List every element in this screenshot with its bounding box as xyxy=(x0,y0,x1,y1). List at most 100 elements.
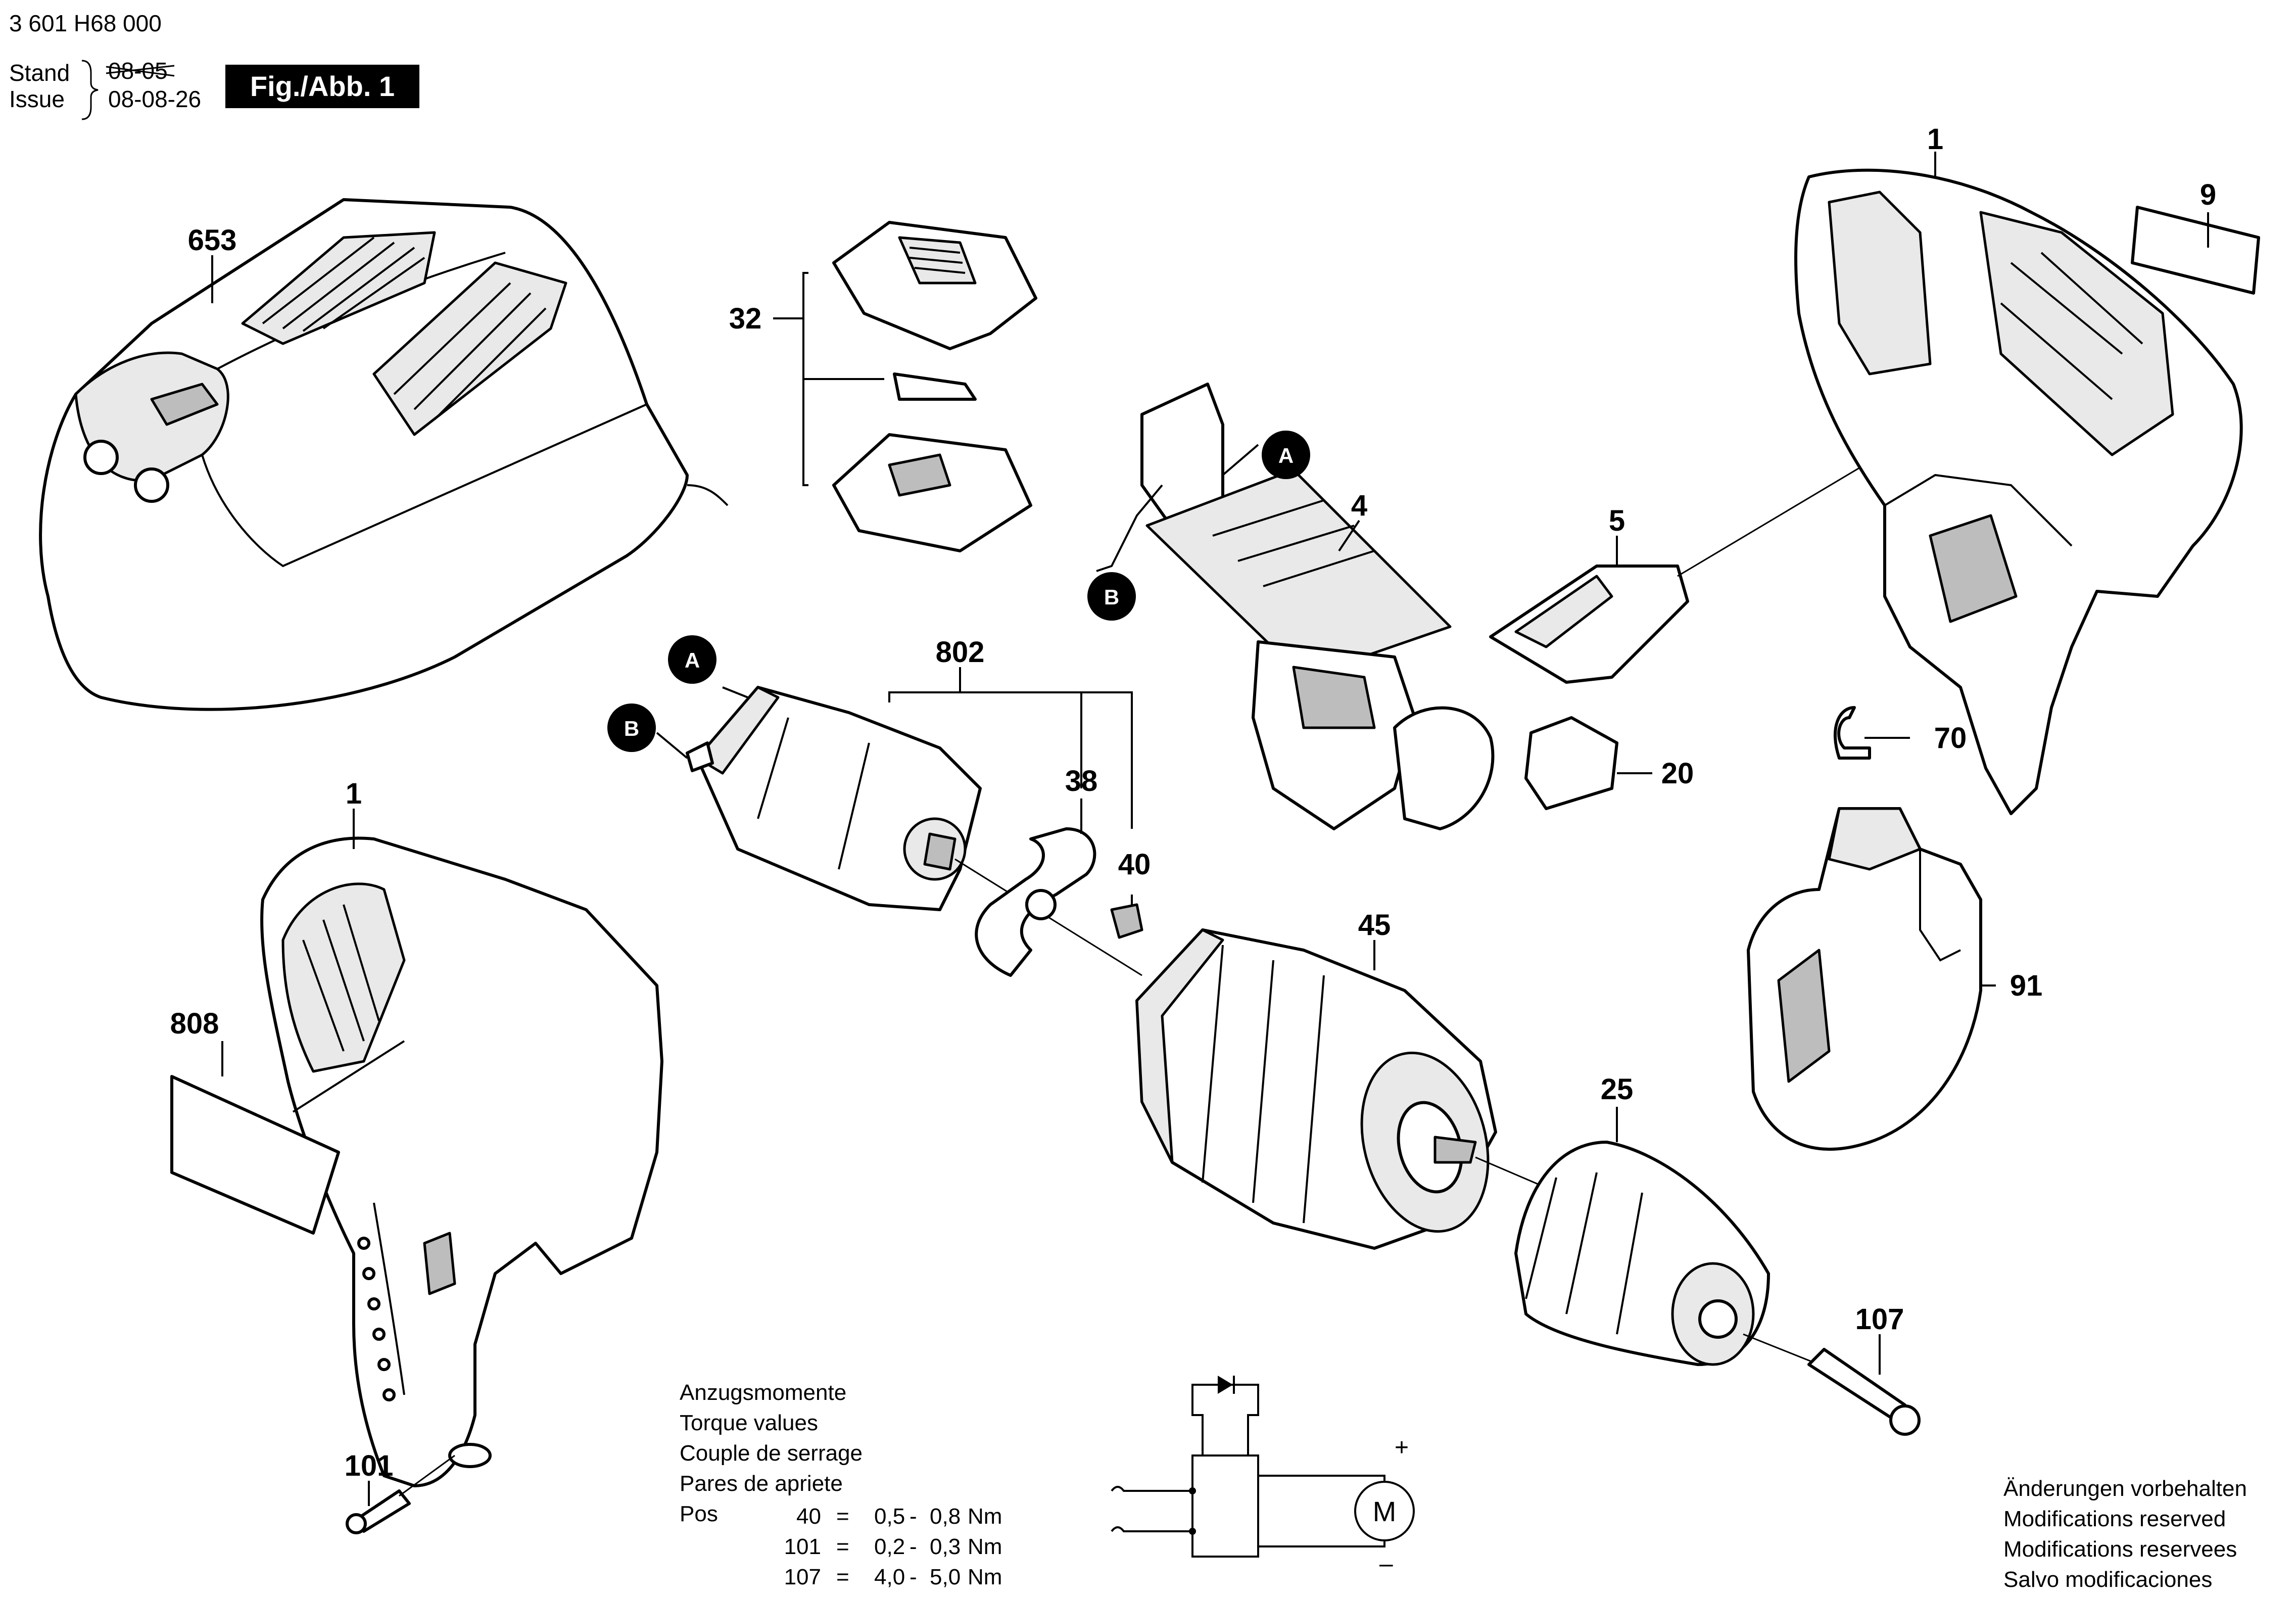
callout-45: 45 xyxy=(1358,909,1391,942)
chuck-grip-lines xyxy=(1525,1172,1643,1335)
leader-line xyxy=(1338,520,1360,552)
gearbox-spindle xyxy=(1433,1136,1477,1164)
callout-802: 802 xyxy=(936,636,985,669)
part-chuck-25 xyxy=(1514,1107,1820,1366)
junction xyxy=(1189,1487,1196,1494)
callout-4: 4 xyxy=(1351,489,1367,522)
torque-row-unit: Nm xyxy=(968,1504,1002,1529)
motor-seam xyxy=(757,717,870,870)
housing-battery-slot xyxy=(1929,514,2018,623)
torque-row-min: 0,2 xyxy=(874,1534,905,1559)
grip-dot xyxy=(372,1328,386,1341)
label-sticker xyxy=(2131,206,2260,295)
part-20 xyxy=(1524,716,1652,810)
issue-date: 08-08-26 xyxy=(108,86,201,112)
callout-labels: 653 32 1 9 4 5 802 38 40 1 808 45 70 20 … xyxy=(170,123,2217,1482)
part-gearbox-45 xyxy=(1135,928,1547,1250)
figure-label-box xyxy=(225,65,419,108)
part-label-9 xyxy=(2131,206,2260,295)
callout-808: 808 xyxy=(170,1007,219,1040)
torque-title-de: Anzugsmomente xyxy=(680,1380,846,1405)
assembly-line xyxy=(1475,1156,1547,1189)
part-housing-1-left xyxy=(260,809,663,1487)
charger-vent-slots xyxy=(262,237,425,332)
assembly-line xyxy=(399,1454,455,1497)
charger-cable xyxy=(687,484,729,506)
strike-line xyxy=(106,66,175,77)
gearbox-rear xyxy=(1135,928,1224,1164)
torque-row-dash: - xyxy=(910,1565,917,1589)
torque-values-table: Anzugsmomente Torque values Couple de se… xyxy=(680,1380,1002,1589)
callout-70: 70 xyxy=(1934,722,1967,755)
contact-plate-lower xyxy=(832,433,1032,552)
contact-plate-terminal xyxy=(888,453,951,497)
part-clip-70 xyxy=(1834,706,1910,760)
part-screw-107 xyxy=(1807,1334,1921,1436)
mounting-plate-hole xyxy=(1025,889,1057,920)
part-slide-switch-5 xyxy=(1489,449,1890,684)
switch-board-traces xyxy=(1212,499,1375,587)
housing-inner-ribs xyxy=(1979,211,2174,456)
leader-bracket xyxy=(888,667,1133,829)
callout-25: 25 xyxy=(1601,1073,1634,1106)
grip-dot xyxy=(377,1358,391,1371)
badge-a-motor-label: A xyxy=(685,648,700,672)
motor-minus: – xyxy=(1379,1551,1393,1577)
part-plate-38 xyxy=(975,798,1096,977)
grip-dot xyxy=(382,1388,396,1401)
torque-title-en: Torque values xyxy=(680,1411,818,1435)
leader-line xyxy=(656,732,688,759)
part-charger-653 xyxy=(39,198,729,711)
circuit-diagram: M + – xyxy=(1111,1376,1415,1577)
torque-row-pos: 107 xyxy=(784,1565,821,1589)
contact-plate-upper xyxy=(832,221,1037,350)
motor-end-cap xyxy=(696,686,780,775)
issue-label: Issue xyxy=(9,86,65,112)
notice-de: Änderungen vorbehalten xyxy=(2003,1476,2247,1501)
housing-ribs xyxy=(2000,252,2143,400)
leader-line xyxy=(1222,444,1259,476)
leader-line xyxy=(722,686,748,698)
part-label-808 xyxy=(170,1040,405,1235)
diode-branch xyxy=(1191,1384,1259,1455)
modification-notice: Änderungen vorbehalten Modifications res… xyxy=(2003,1476,2247,1592)
junction xyxy=(1189,1528,1196,1535)
torque-row-max: 0,3 xyxy=(930,1534,961,1559)
spacer-part xyxy=(1524,716,1618,810)
motor-plus: + xyxy=(1395,1434,1409,1461)
badge-b-motor-label: B xyxy=(624,717,639,740)
notice-fr: Modifications reservees xyxy=(2003,1537,2237,1562)
torque-row-min: 0,5 xyxy=(874,1504,905,1529)
torque-row-unit: Nm xyxy=(968,1565,1002,1589)
battery-grip xyxy=(1777,949,1831,1083)
badge-b-switch-label: B xyxy=(1104,585,1119,609)
part-motor-802 xyxy=(656,667,1142,976)
callout-40: 40 xyxy=(1118,848,1151,881)
callout-20: 20 xyxy=(1661,757,1694,790)
callout-653: 653 xyxy=(188,224,237,257)
battery-edge xyxy=(1919,849,1961,962)
notice-es: Salvo modificaciones xyxy=(2003,1567,2212,1592)
part-switch-4 xyxy=(1096,383,1495,830)
charger-contacts xyxy=(150,383,219,426)
badge-b-motor xyxy=(607,703,656,752)
torque-row-eq: = xyxy=(836,1534,849,1559)
motor-leads xyxy=(1258,1475,1385,1547)
screw-head xyxy=(1110,903,1143,939)
leader-line xyxy=(1096,484,1163,572)
document-header: 3 601 H68 000 Stand Issue 08-05 08-08-26… xyxy=(9,10,419,120)
wiring-badges: A B A B xyxy=(607,431,1310,752)
contact-spring-clip xyxy=(893,372,977,401)
housing-vent-slots xyxy=(302,904,380,1052)
screw-head xyxy=(346,1513,367,1534)
notice-en: Modifications reserved xyxy=(2003,1507,2226,1531)
charger-screw-hole xyxy=(134,467,169,503)
torque-row-max: 0,8 xyxy=(930,1504,961,1529)
figure-label: Fig./Abb. 1 xyxy=(250,70,395,102)
housing-screw-hole xyxy=(448,1443,492,1468)
part-battery-91 xyxy=(1747,807,1996,1151)
switch-body xyxy=(1252,640,1416,830)
diode-icon xyxy=(1218,1376,1233,1394)
badge-a-switch-label: A xyxy=(1278,444,1294,467)
gearbox-ribs xyxy=(1202,945,1325,1224)
